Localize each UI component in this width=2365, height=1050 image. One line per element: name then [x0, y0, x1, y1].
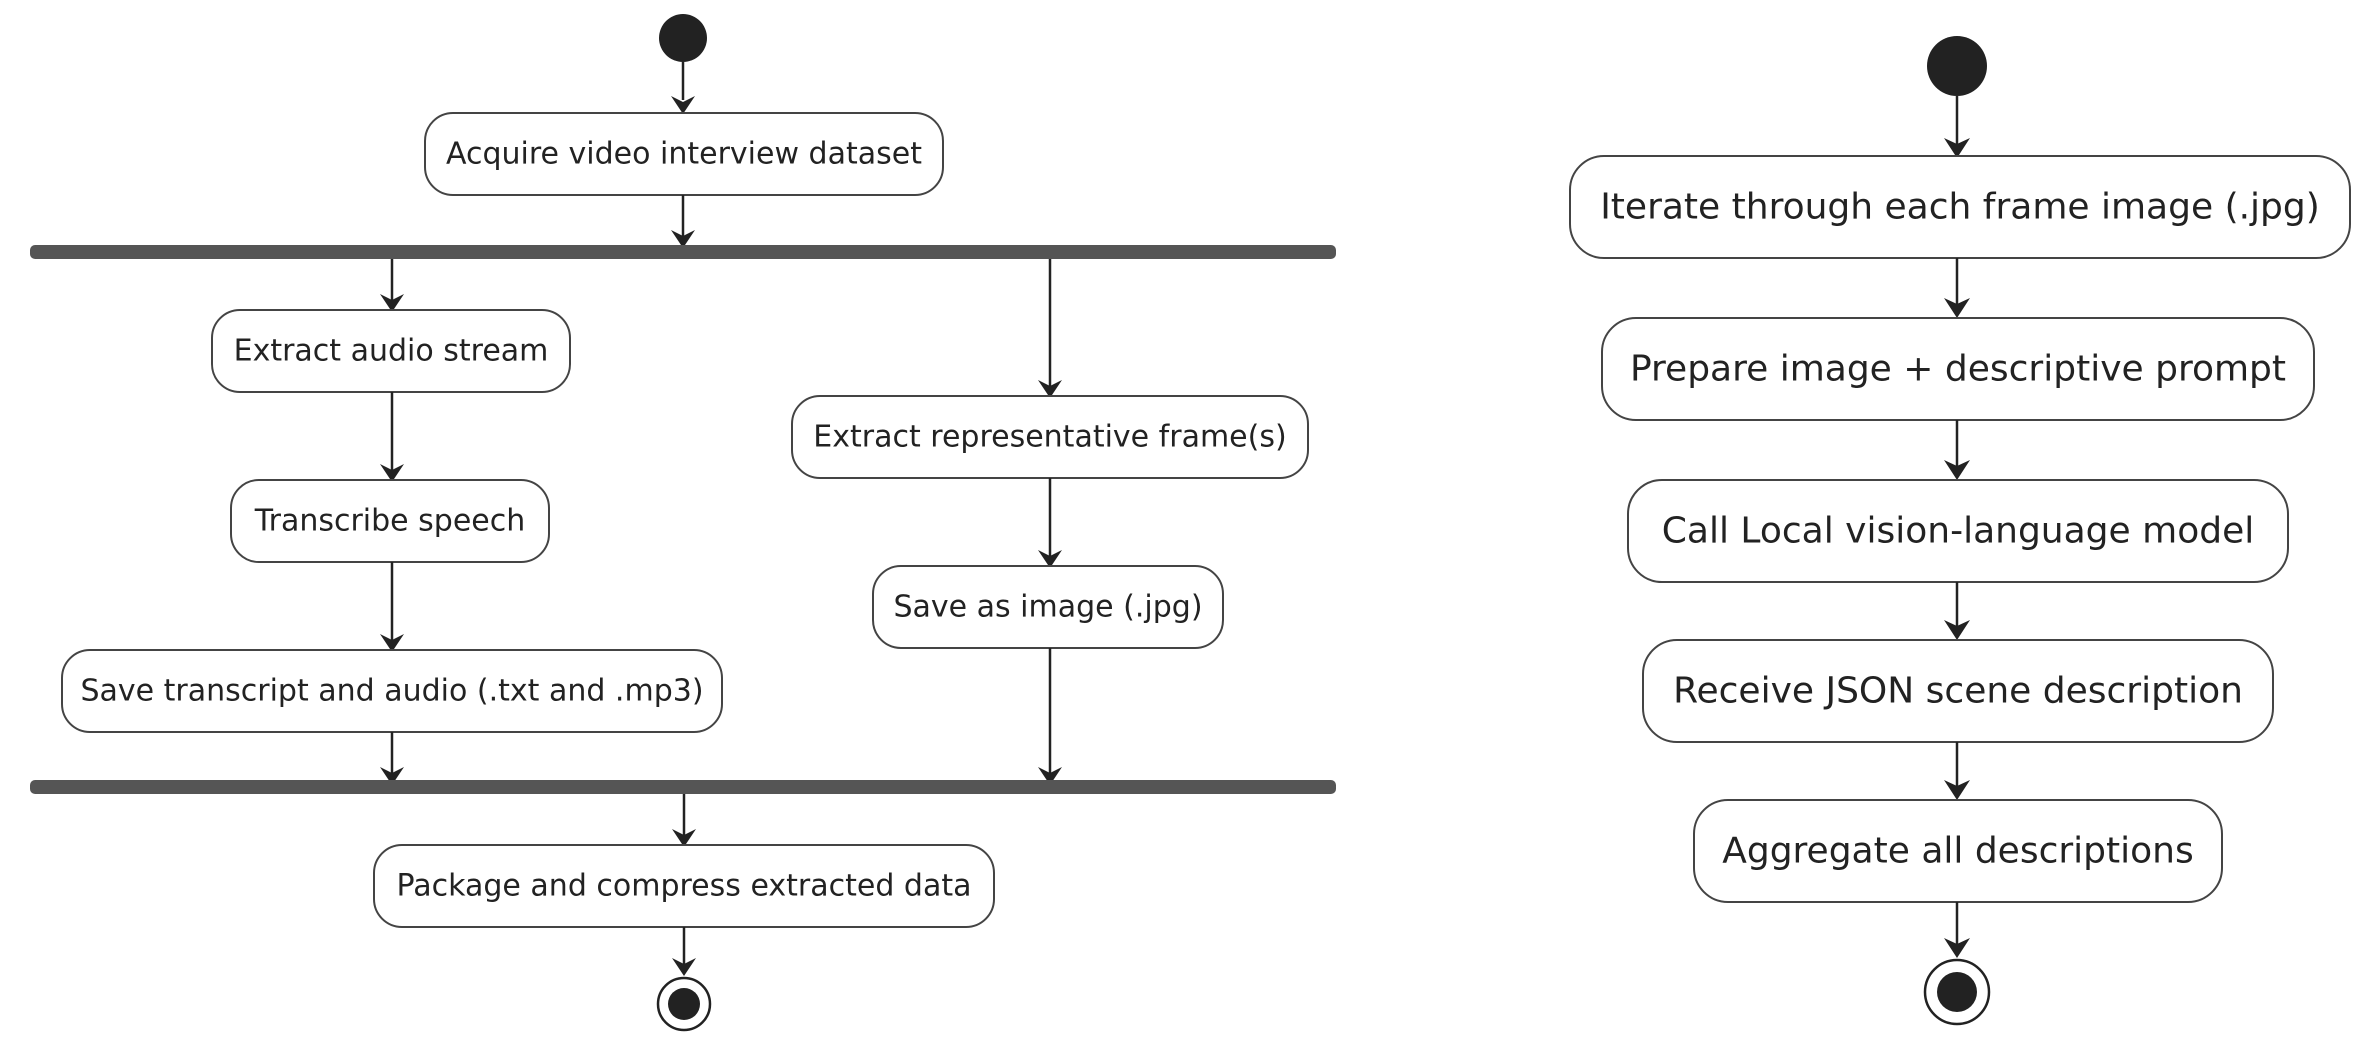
left-node-transcribe: Transcribe speech [230, 479, 550, 563]
left-arrow-acquire [671, 96, 695, 114]
left-arrow-fork [671, 230, 695, 248]
left-node-save-transcript: Save transcript and audio (.txt and .mp3… [61, 649, 723, 733]
right-arrow-end [1944, 938, 1970, 958]
left-node-extract-audio: Extract audio stream [211, 309, 571, 393]
left-node-acquire: Acquire video interview dataset [424, 112, 944, 196]
left-node-save-image: Save as image (.jpg) [872, 565, 1224, 649]
left-arrow-save-transcript [380, 634, 404, 652]
left-node-package: Package and compress extracted data [373, 844, 995, 928]
left-arrow-join-1 [380, 767, 404, 785]
right-node-receive: Receive JSON scene description [1642, 639, 2274, 743]
left-activity-flow: Acquire video interview dataset Extract … [30, 14, 1336, 1032]
left-end-node [656, 976, 712, 1032]
right-start-node [1927, 36, 1987, 96]
right-end-node [1923, 958, 1991, 1026]
right-arrow-prepare [1944, 298, 1970, 318]
right-node-aggregate-label: Aggregate all descriptions [1722, 831, 2194, 872]
right-node-call-model: Call Local vision-language model [1627, 479, 2289, 583]
left-node-save-image-label: Save as image (.jpg) [893, 590, 1202, 625]
right-arrow-receive [1944, 620, 1970, 640]
left-node-package-label: Package and compress extracted data [397, 869, 972, 904]
left-fork-bar [30, 245, 1336, 259]
left-join-bar [30, 780, 1336, 794]
right-node-call-model-label: Call Local vision-language model [1662, 511, 2254, 552]
right-arrow-aggregate [1944, 780, 1970, 800]
right-node-receive-label: Receive JSON scene description [1673, 671, 2243, 712]
right-node-iterate-label: Iterate through each frame image (.jpg) [1600, 187, 2320, 228]
left-arrow-package [672, 829, 696, 847]
left-node-transcribe-label: Transcribe speech [254, 504, 526, 539]
left-node-save-transcript-label: Save transcript and audio (.txt and .mp3… [80, 674, 703, 709]
right-node-aggregate: Aggregate all descriptions [1693, 799, 2223, 903]
left-arrow-audio [380, 294, 404, 312]
left-arrow-end [672, 958, 696, 976]
left-arrow-save-image [1038, 550, 1062, 568]
left-node-extract-frames: Extract representative frame(s) [791, 395, 1309, 479]
right-node-iterate: Iterate through each frame image (.jpg) [1569, 155, 2351, 259]
left-arrow-frames [1038, 380, 1062, 398]
right-node-prepare-label: Prepare image + descriptive prompt [1630, 349, 2286, 390]
left-node-extract-frames-label: Extract representative frame(s) [813, 420, 1286, 455]
left-arrow-join-2 [1038, 767, 1062, 785]
left-arrow-transcribe [380, 464, 404, 482]
left-node-acquire-label: Acquire video interview dataset [446, 137, 922, 172]
right-arrow-iterate [1944, 138, 1970, 158]
right-node-prepare: Prepare image + descriptive prompt [1601, 317, 2315, 421]
left-start-node [659, 14, 707, 62]
right-activity-flow: Iterate through each frame image (.jpg) … [1569, 36, 2351, 1026]
right-arrow-call [1944, 460, 1970, 480]
left-node-extract-audio-label: Extract audio stream [234, 334, 549, 369]
